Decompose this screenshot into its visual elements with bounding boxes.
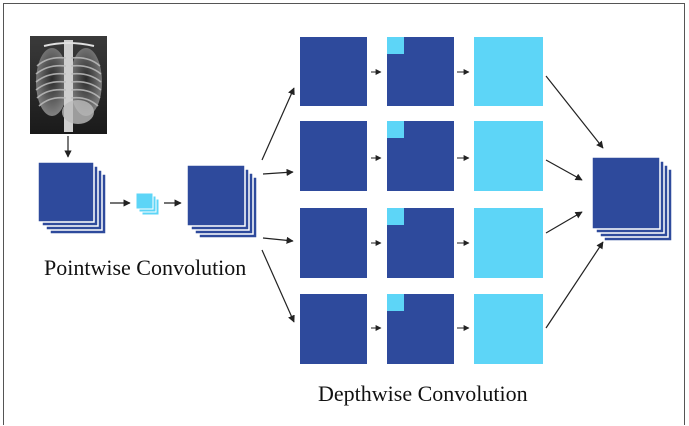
arrow xyxy=(261,87,295,161)
depthwise-kernel xyxy=(387,208,404,225)
arrow xyxy=(545,75,604,149)
pointwise-convolution-label: Pointwise Convolution xyxy=(44,255,247,280)
depthwise-kernel xyxy=(387,121,404,138)
depthwise-channel-map xyxy=(300,294,367,364)
depthwise-output-map xyxy=(474,37,543,106)
depthwise-kernel xyxy=(387,37,404,54)
arrow xyxy=(545,241,604,329)
depthwise-output-map xyxy=(474,121,543,191)
arrow xyxy=(262,168,294,177)
arrow xyxy=(545,159,583,181)
final-output-stack xyxy=(591,156,673,242)
input-feature-stack xyxy=(37,161,107,235)
arrow xyxy=(261,249,295,323)
arrow xyxy=(545,211,583,234)
depthwise-output-map xyxy=(474,208,543,278)
chest-xray-image xyxy=(30,36,107,134)
depthwise-channel-map xyxy=(300,121,367,191)
depthwise-convolution-label: Depthwise Convolution xyxy=(318,381,528,406)
depthwise-output-map xyxy=(474,294,543,364)
pointwise-kernel-stack xyxy=(135,192,160,216)
arrow xyxy=(262,236,294,244)
depthwise-channel-map xyxy=(300,37,367,106)
figure-frame xyxy=(3,3,685,425)
pointwise-output-stack xyxy=(186,164,258,239)
depthwise-kernel xyxy=(387,294,404,311)
depthwise-channel-map xyxy=(300,208,367,278)
